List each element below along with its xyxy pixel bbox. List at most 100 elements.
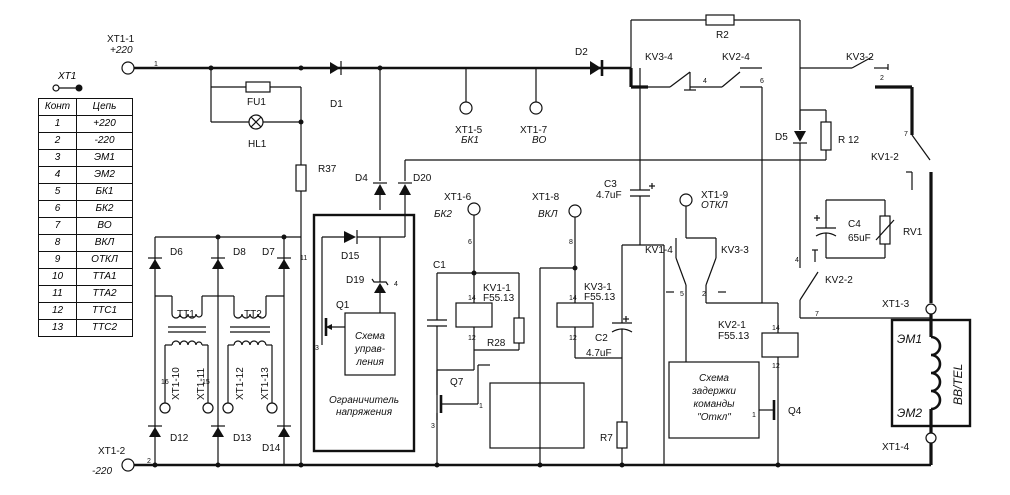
kv1-4-label: KV1-4 bbox=[645, 245, 673, 256]
diode-d2 bbox=[590, 60, 604, 76]
em1-label: ЭМ1 bbox=[897, 332, 922, 346]
pin-label: 15 bbox=[202, 379, 210, 386]
circuit-cell: ВКЛ bbox=[76, 234, 133, 252]
diode-d13 bbox=[211, 425, 225, 437]
kv1-1-type: F55.13 bbox=[483, 293, 515, 304]
c4-label: C4 bbox=[848, 219, 861, 230]
transformer-tt2 bbox=[218, 295, 284, 403]
d14-label: D14 bbox=[262, 443, 281, 454]
logic-block bbox=[489, 382, 585, 449]
terminal-xt1-1 bbox=[121, 61, 135, 75]
xt1-7-signal: ВО bbox=[532, 135, 546, 146]
pin-label: 2 bbox=[147, 458, 151, 465]
terminal-xt1-13 bbox=[266, 402, 278, 414]
pin-label: 3 bbox=[315, 345, 319, 352]
pin-label: 6 bbox=[760, 78, 764, 85]
xt1-9-signal: ОТКЛ bbox=[701, 200, 728, 211]
relay-coil-kv2-1 bbox=[761, 302, 799, 400]
c4-value: 65uF bbox=[848, 233, 871, 244]
xt1-2-signal: -220 bbox=[92, 466, 112, 477]
d19-label: D19 bbox=[346, 275, 365, 286]
kv2-2-label: KV2-2 bbox=[825, 275, 853, 286]
connector-legend-symbol bbox=[52, 84, 83, 92]
tt2-label: TT2 bbox=[244, 309, 262, 320]
diode-d1 bbox=[330, 61, 342, 75]
delay-circuit-block bbox=[668, 361, 760, 439]
xt1-10-label: XT1-10 bbox=[171, 367, 182, 400]
terminal-xt1-2 bbox=[121, 458, 135, 472]
xt1-7-label: XT1-7 bbox=[520, 125, 548, 136]
c3-label: C3 bbox=[604, 179, 617, 190]
transformer-tt1 bbox=[155, 295, 218, 403]
contact-kv3-2 bbox=[800, 56, 914, 135]
terminal-xt1-9 bbox=[666, 87, 763, 304]
xt1-8-signal: ВКЛ bbox=[538, 209, 558, 220]
terminal-xt1-10 bbox=[159, 402, 171, 414]
diode-d8 bbox=[211, 257, 225, 269]
pin-label: 3 bbox=[431, 423, 435, 430]
d20-label: D20 bbox=[413, 173, 432, 184]
pin-label: 14 bbox=[772, 325, 780, 332]
diode-d4 bbox=[373, 65, 387, 210]
q7-label: Q7 bbox=[450, 377, 464, 388]
contact-kv1-2 bbox=[906, 134, 933, 303]
pin-label: 7 bbox=[904, 131, 908, 138]
d1-label: D1 bbox=[330, 99, 343, 110]
xt1-9-label: XT1-9 bbox=[701, 190, 729, 201]
varistor-rv1 bbox=[875, 200, 895, 258]
d5-label: D5 bbox=[775, 132, 788, 143]
xt1-3-label: XT1-3 bbox=[882, 299, 910, 310]
electromagnet-coil bbox=[929, 314, 942, 433]
xt1-1-label: XT1-1 bbox=[107, 34, 135, 45]
resistor-r28 bbox=[513, 317, 525, 344]
em2-label: ЭМ2 bbox=[897, 406, 922, 420]
control-label-line2: управ- bbox=[354, 344, 386, 355]
r7-label: R7 bbox=[600, 433, 613, 444]
pin-label: 14 bbox=[468, 295, 476, 302]
d4-label: D4 bbox=[355, 173, 368, 184]
table-row: 2-220 bbox=[38, 132, 133, 150]
d15-label: D15 bbox=[341, 251, 360, 262]
tt1-label: TT1 bbox=[177, 309, 195, 320]
fuse-fu1 bbox=[245, 81, 271, 93]
diode-d6 bbox=[148, 257, 162, 269]
diode-d14 bbox=[277, 425, 291, 437]
circuit-cell: ТТС2 bbox=[76, 319, 133, 337]
pin-label: 14 bbox=[569, 295, 577, 302]
r12-label: R 12 bbox=[838, 135, 860, 146]
r28-label: R28 bbox=[487, 338, 506, 349]
zener-d19 bbox=[371, 237, 389, 305]
terminal-xt1-11 bbox=[202, 402, 214, 414]
contact-kv2-2 bbox=[799, 249, 931, 319]
terminal-xt1-7 bbox=[529, 68, 543, 115]
control-label-line3: ления bbox=[355, 357, 384, 368]
control-label-line1: Схема bbox=[355, 331, 385, 342]
kv3-3-label: KV3-3 bbox=[721, 245, 749, 256]
voltage-limiter-block bbox=[312, 213, 416, 453]
diode-d15 bbox=[322, 230, 405, 244]
diode-d5 bbox=[793, 109, 832, 258]
resistor-r37 bbox=[295, 119, 307, 465]
pin-label: 4 bbox=[703, 78, 707, 85]
c2-value: 4.7uF bbox=[586, 348, 612, 359]
r2-label: R2 bbox=[716, 30, 729, 41]
delay-label-line2: задержки bbox=[691, 386, 736, 397]
pin-label: 4 bbox=[795, 257, 799, 264]
xt1-11-label: XT1-11 bbox=[196, 368, 207, 400]
pin-label: 8 bbox=[569, 239, 573, 246]
pin-label: 1 bbox=[752, 412, 756, 419]
limiter-label-line2: напряжения bbox=[336, 407, 393, 418]
limiter-label-line1: Ограничитель bbox=[329, 395, 399, 406]
d8-label: D8 bbox=[233, 247, 246, 258]
c2-label: C2 bbox=[595, 333, 608, 344]
resistor-r2 bbox=[630, 14, 801, 130]
kv2-1-label: KV2-1 bbox=[718, 320, 746, 331]
connector-legend-label: XT1 bbox=[58, 71, 77, 82]
kv3-1-type: F55.13 bbox=[584, 292, 616, 303]
